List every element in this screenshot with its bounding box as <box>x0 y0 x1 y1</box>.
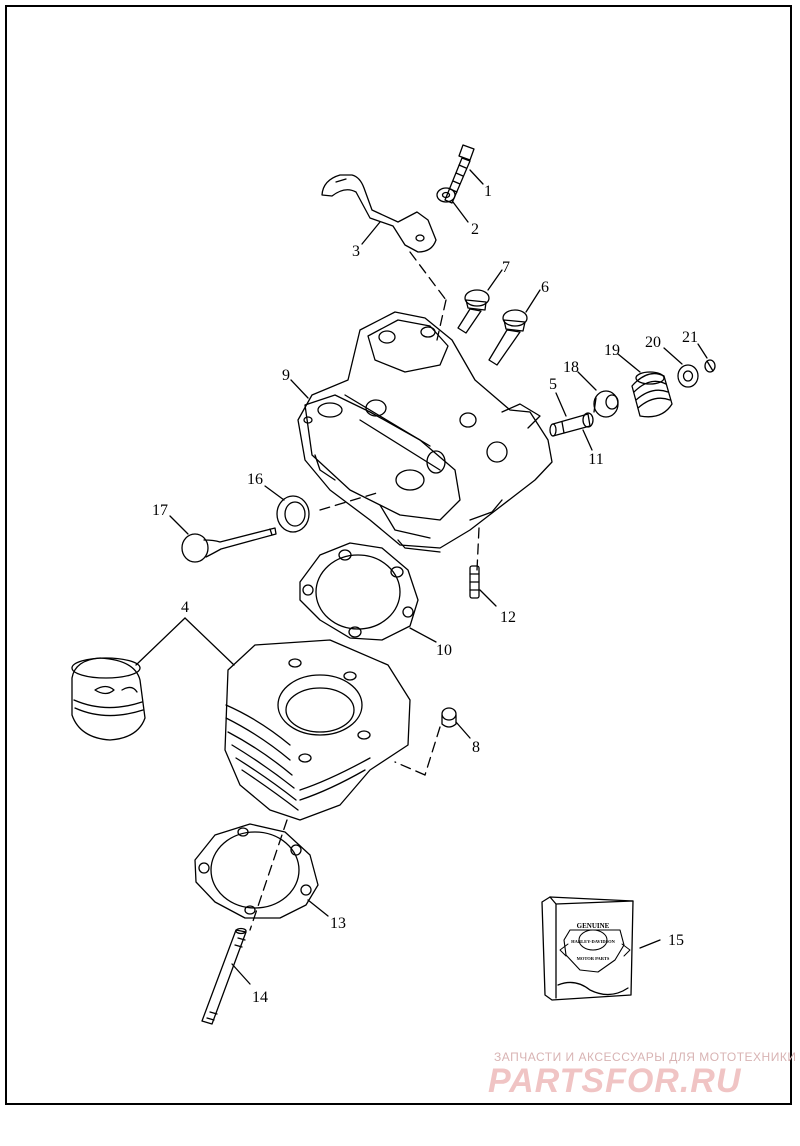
watermark-tagline: ЗАПЧАСТИ И АКСЕССУАРЫ ДЛЯ МОТОТЕХНИКИ <box>494 1050 797 1064</box>
callout-21[interactable]: 21 <box>682 329 698 346</box>
part-15-kit-box[interactable] <box>541 896 634 1001</box>
kit-badge-bottom: MOTOR PARTS <box>577 956 610 961</box>
part-7-bolt[interactable] <box>457 289 490 334</box>
part-1-bolt[interactable] <box>444 144 475 204</box>
leader-12 <box>479 589 497 607</box>
part-21-keeper[interactable] <box>704 359 716 373</box>
part-4-cylinder[interactable] <box>224 639 411 821</box>
callout-18[interactable]: 18 <box>563 359 579 376</box>
part-8-dowel[interactable] <box>441 707 457 728</box>
callout-7[interactable]: 7 <box>502 259 510 276</box>
callout-5[interactable]: 5 <box>549 376 557 393</box>
part-9-cylinder-head[interactable] <box>297 311 553 553</box>
kit-badge-mid: HARLEY-DAVIDSON <box>571 939 616 944</box>
callout-1[interactable]: 1 <box>484 183 492 200</box>
leader-4 <box>135 617 235 666</box>
leader-2 <box>452 201 469 223</box>
part-20-retainer[interactable] <box>677 364 699 388</box>
leader-19 <box>617 353 641 373</box>
kit-badge-top: GENUINE <box>577 922 610 930</box>
leader-14 <box>231 963 251 985</box>
leader-1 <box>469 169 484 185</box>
part-3-bracket[interactable] <box>321 174 437 253</box>
part-4-piston[interactable] <box>71 657 146 741</box>
diagram-frame <box>5 5 792 1105</box>
part-12-dowel[interactable] <box>469 565 480 599</box>
part-5-valve-guide[interactable] <box>549 412 594 437</box>
callout-2[interactable]: 2 <box>471 221 479 238</box>
callout-3[interactable]: 3 <box>352 243 360 260</box>
part-16-seal-ring[interactable] <box>276 495 310 533</box>
callout-9[interactable]: 9 <box>282 367 290 384</box>
callout-19[interactable]: 19 <box>604 342 620 359</box>
callout-11[interactable]: 11 <box>588 451 603 468</box>
leader-5 <box>555 392 567 417</box>
watermark-site: PARTSFOR.RU <box>488 1062 742 1100</box>
leader-7 <box>487 269 503 291</box>
leader-20 <box>663 347 683 365</box>
callout-16[interactable]: 16 <box>247 471 263 488</box>
callout-4[interactable]: 4 <box>181 599 189 616</box>
callout-17[interactable]: 17 <box>152 502 168 519</box>
leader-16 <box>264 485 285 501</box>
leader-6 <box>525 289 541 313</box>
callout-8[interactable]: 8 <box>472 739 480 756</box>
leader-10 <box>409 627 437 643</box>
part-14-stud[interactable] <box>201 927 247 1025</box>
leader-11 <box>582 429 593 451</box>
part-17-valve[interactable] <box>181 527 277 563</box>
leader-13 <box>307 899 329 917</box>
callout-12[interactable]: 12 <box>500 609 516 626</box>
part-19-valve-spring[interactable] <box>631 371 673 418</box>
part-10-head-gasket[interactable] <box>299 542 419 641</box>
part-18-seal[interactable] <box>593 390 619 418</box>
leader-8 <box>455 721 471 739</box>
leader-21 <box>697 343 708 359</box>
part-13-base-gasket[interactable] <box>194 823 319 919</box>
center-lines <box>249 251 480 931</box>
callout-10[interactable]: 10 <box>436 642 452 659</box>
callout-13[interactable]: 13 <box>330 915 346 932</box>
leader-17 <box>169 515 189 535</box>
leader-15 <box>639 939 661 949</box>
part-6-bolt[interactable] <box>488 309 528 366</box>
callout-14[interactable]: 14 <box>252 989 268 1006</box>
leader-9 <box>290 379 309 399</box>
leader-18 <box>577 371 597 391</box>
part-2-washer[interactable] <box>436 187 456 203</box>
callout-15[interactable]: 15 <box>668 932 684 949</box>
callout-6[interactable]: 6 <box>541 279 549 296</box>
leader-3 <box>361 221 381 245</box>
callout-20[interactable]: 20 <box>645 334 661 351</box>
